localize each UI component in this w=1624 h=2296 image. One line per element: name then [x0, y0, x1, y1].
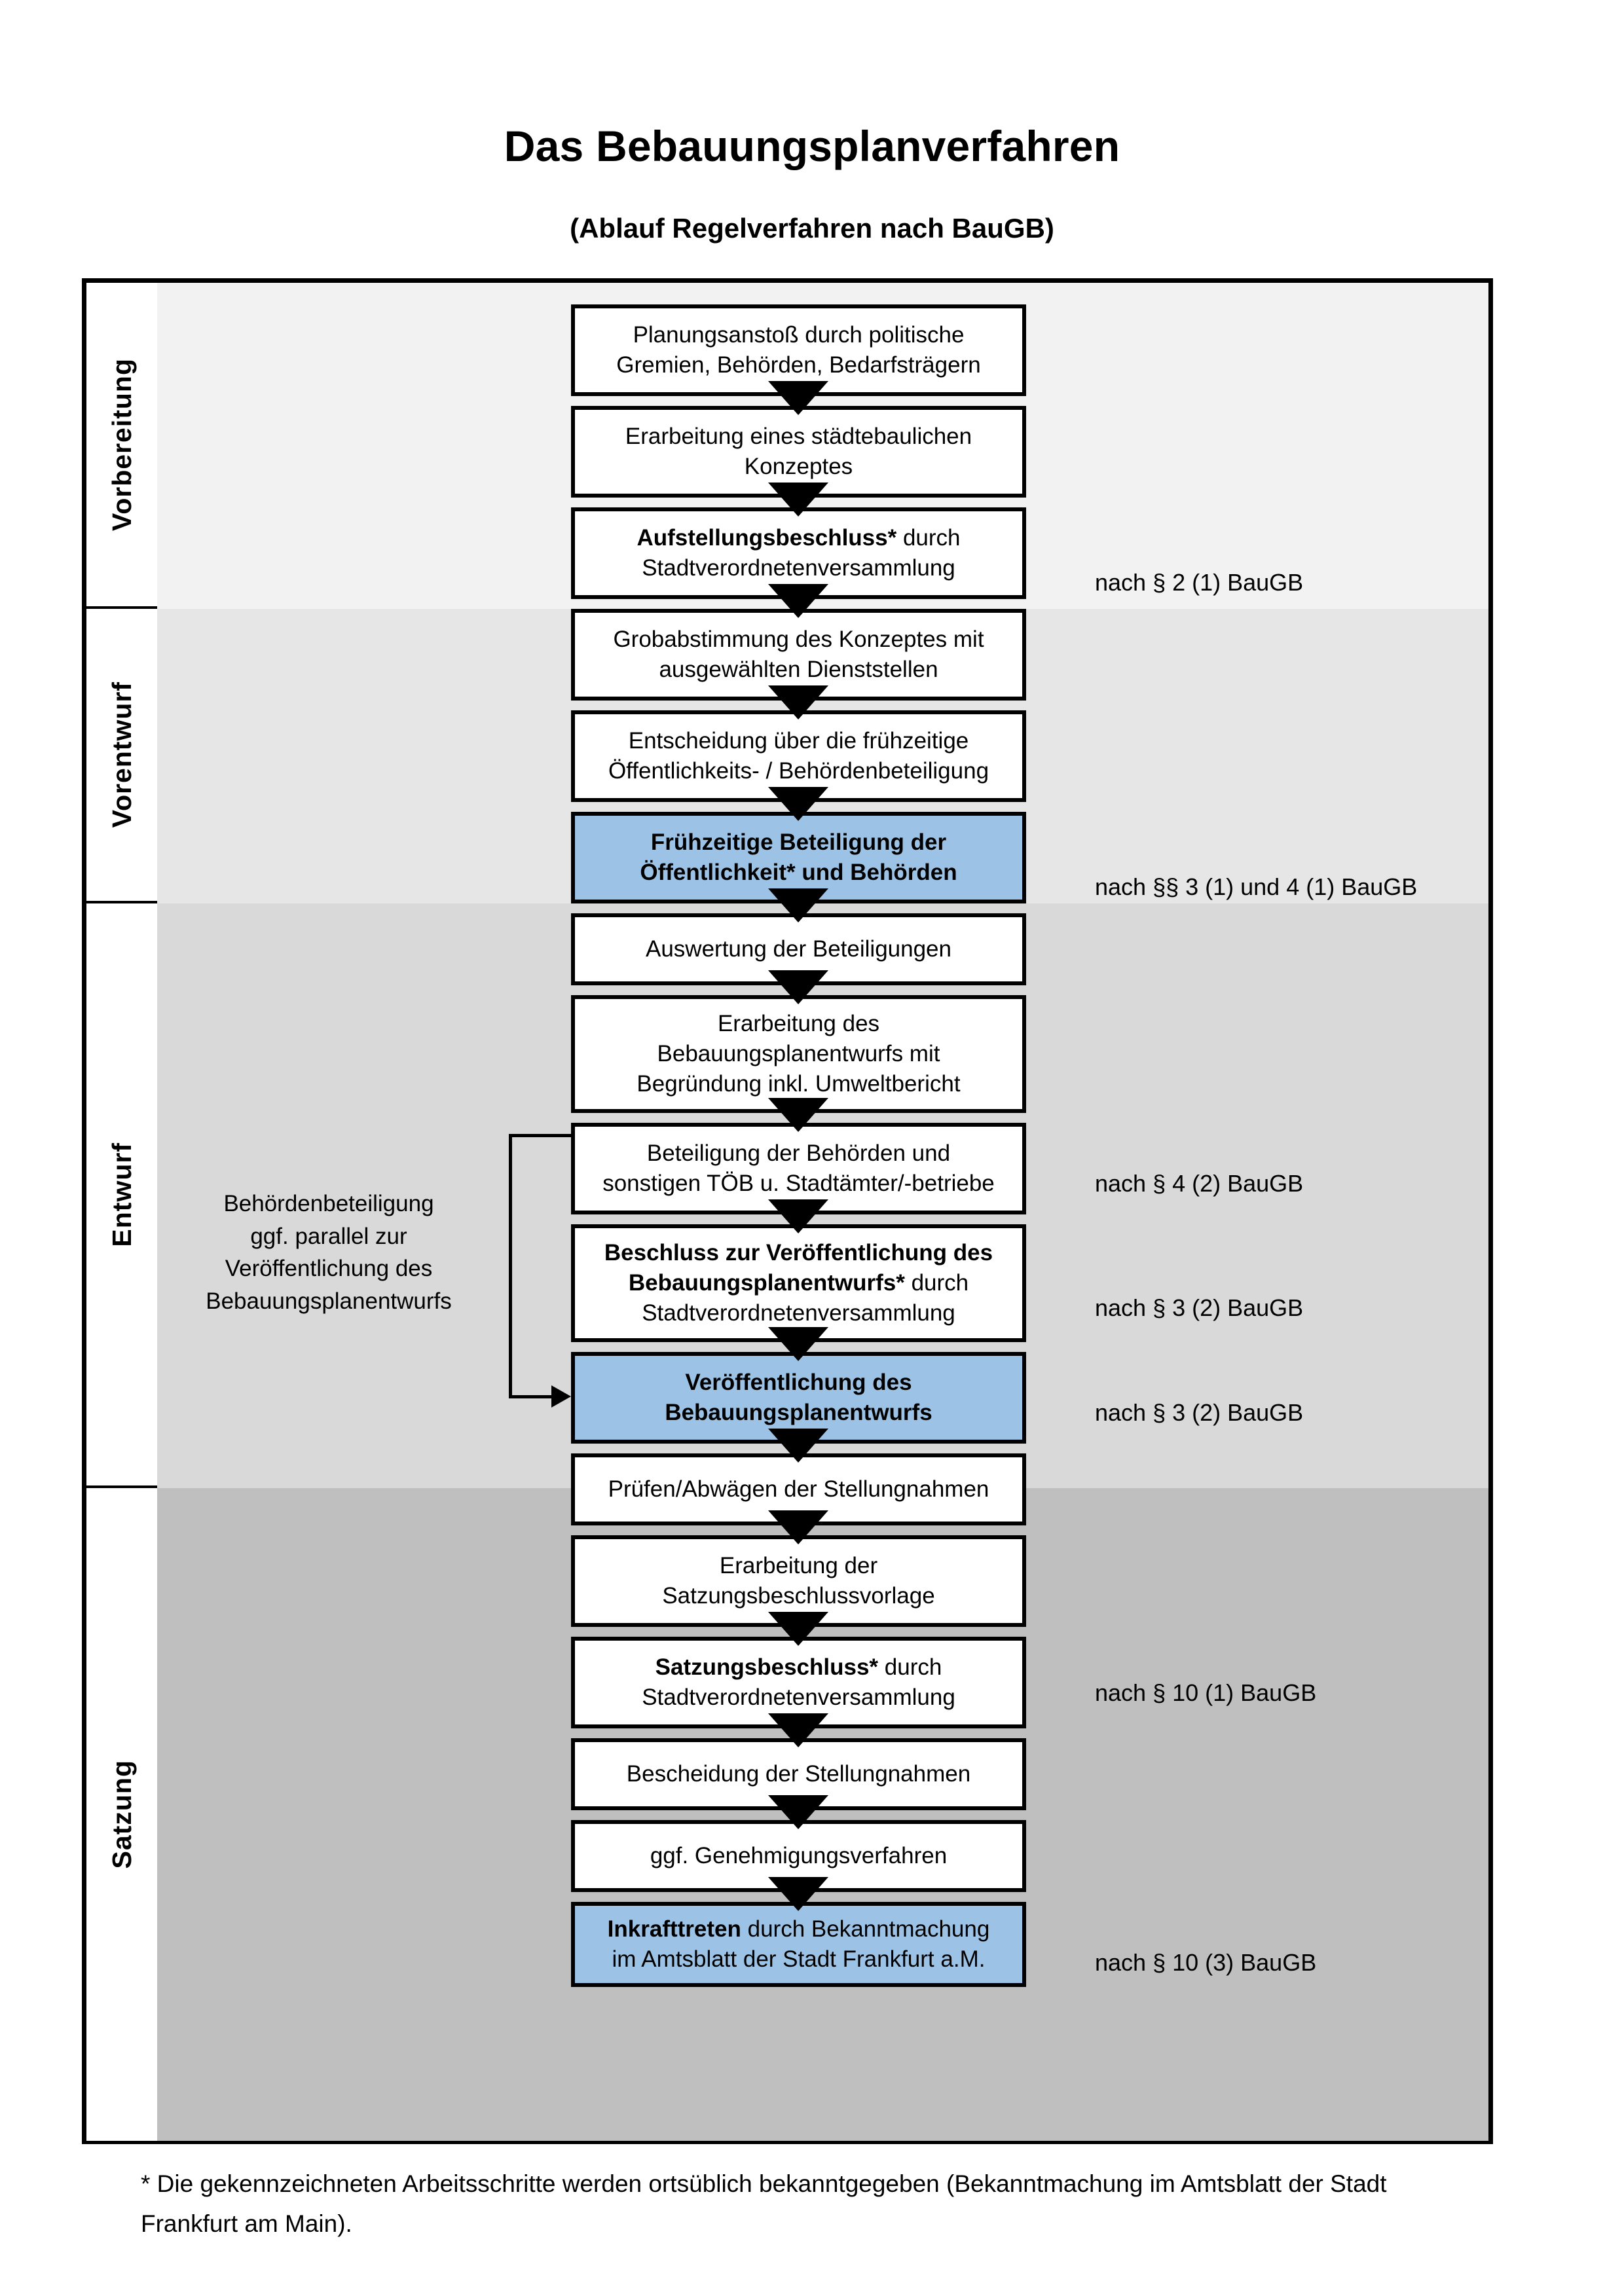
step-text-line2: Bebauungsplanentwurfs* — [628, 1269, 905, 1296]
legal-note-n3: nach § 4 (2) BauGB — [1095, 1170, 1304, 1197]
flow-arrow-10 — [768, 1327, 828, 1361]
legal-note-n5: nach § 3 (2) BauGB — [1095, 1399, 1304, 1426]
side-annotation-line3: Veröffentlichung des — [225, 1256, 433, 1282]
step-text-line1: Frühzeitige Beteiligung der — [650, 829, 947, 855]
side-annotation-line1: Behördenbeteiligung — [223, 1191, 434, 1216]
flow-arrow-15 — [768, 1795, 828, 1829]
flow-arrow-2 — [768, 483, 828, 517]
step-text-line2: Bebauungsplanentwurfs — [665, 1400, 932, 1425]
side-annotation-line4: Bebauungsplanentwurfs — [206, 1288, 452, 1315]
process-frame: Vorbereitung Vorentwurf Entwurf Satzung … — [82, 278, 1493, 2144]
flow-arrow-5 — [768, 787, 828, 821]
page-title: Das Bebauungsplanverfahren — [504, 122, 1120, 170]
phase-label-text: Entwurf — [106, 1142, 137, 1247]
flow-arrow-16 — [768, 1877, 828, 1911]
flow-arrow-6 — [768, 888, 828, 922]
legal-note-n4: nach § 3 (2) BauGB — [1095, 1294, 1304, 1321]
parallel-loop-connector — [509, 1134, 571, 1408]
phase-label-vorbereitung: Vorbereitung — [86, 283, 157, 609]
flow-arrow-13 — [768, 1612, 828, 1646]
step-text: Prüfen/Abwägen der Stellungnahmen — [608, 1476, 989, 1502]
step-bold-text: Satzungsbeschluss* — [655, 1654, 879, 1680]
step-box-s7[interactable]: Auswertung der Beteiligungen — [571, 913, 1026, 985]
side-annotation: Behördenbeteiligung ggf. parallel zur Ve… — [172, 1188, 486, 1318]
flow-arrow-4 — [768, 685, 828, 720]
legal-note-n1: nach § 2 (1) BauGB — [1095, 569, 1304, 596]
phase-label-column: Vorbereitung Vorentwurf Entwurf Satzung — [86, 283, 157, 2141]
step-text-line2: Öffentlichkeit* und Behörden — [640, 860, 957, 885]
step-bold-text: Inkrafttreten — [607, 1916, 741, 1942]
flow-arrow-7 — [768, 970, 828, 1004]
step-text: ggf. Genehmigungsverfahren — [650, 1842, 948, 1868]
step-text-line1: Veröffentlichung des — [685, 1369, 912, 1395]
flow-arrow-1 — [768, 381, 828, 415]
flow-arrow-9 — [768, 1199, 828, 1233]
phase-label-text: Satzung — [106, 1760, 137, 1869]
footnote: * Die gekennzeichneten Arbeitsschritte w… — [141, 2170, 1387, 2238]
flow-arrow-3 — [768, 584, 828, 618]
flow-arrow-11 — [768, 1429, 828, 1463]
phase-label-vorentwurf: Vorentwurf — [86, 609, 157, 903]
legal-note-n7: nach § 10 (3) BauGB — [1095, 1949, 1317, 1976]
phase-label-text: Vorbereitung — [106, 357, 137, 532]
flow-arrow-8 — [768, 1098, 828, 1132]
loop-top-segment — [509, 1134, 571, 1137]
step-text-line1: Beschluss zur Veröffentlichung des — [604, 1239, 993, 1266]
page-subtitle: (Ablauf Regelverfahren nach BauGB) — [570, 213, 1054, 244]
phase-label-satzung: Satzung — [86, 1488, 157, 2141]
step-text: Bescheidung der Stellungnahmen — [626, 1760, 971, 1787]
loop-bottom-segment — [509, 1395, 554, 1398]
flow-arrow-12 — [768, 1510, 828, 1544]
loop-arrowhead-icon — [551, 1385, 571, 1408]
legal-note-n6: nach § 10 (1) BauGB — [1095, 1679, 1317, 1706]
step-text: Auswertung der Beteiligungen — [646, 936, 951, 962]
phase-label-text: Vorentwurf — [106, 682, 137, 828]
side-annotation-line2: ggf. parallel zur — [250, 1223, 407, 1249]
loop-vertical-segment — [509, 1134, 512, 1398]
step-bold-text: Aufstellungsbeschluss* — [637, 524, 897, 551]
phase-label-entwurf: Entwurf — [86, 903, 157, 1488]
legal-note-n2: nach §§ 3 (1) und 4 (1) BauGB — [1095, 873, 1418, 900]
flow-arrow-14 — [768, 1713, 828, 1747]
